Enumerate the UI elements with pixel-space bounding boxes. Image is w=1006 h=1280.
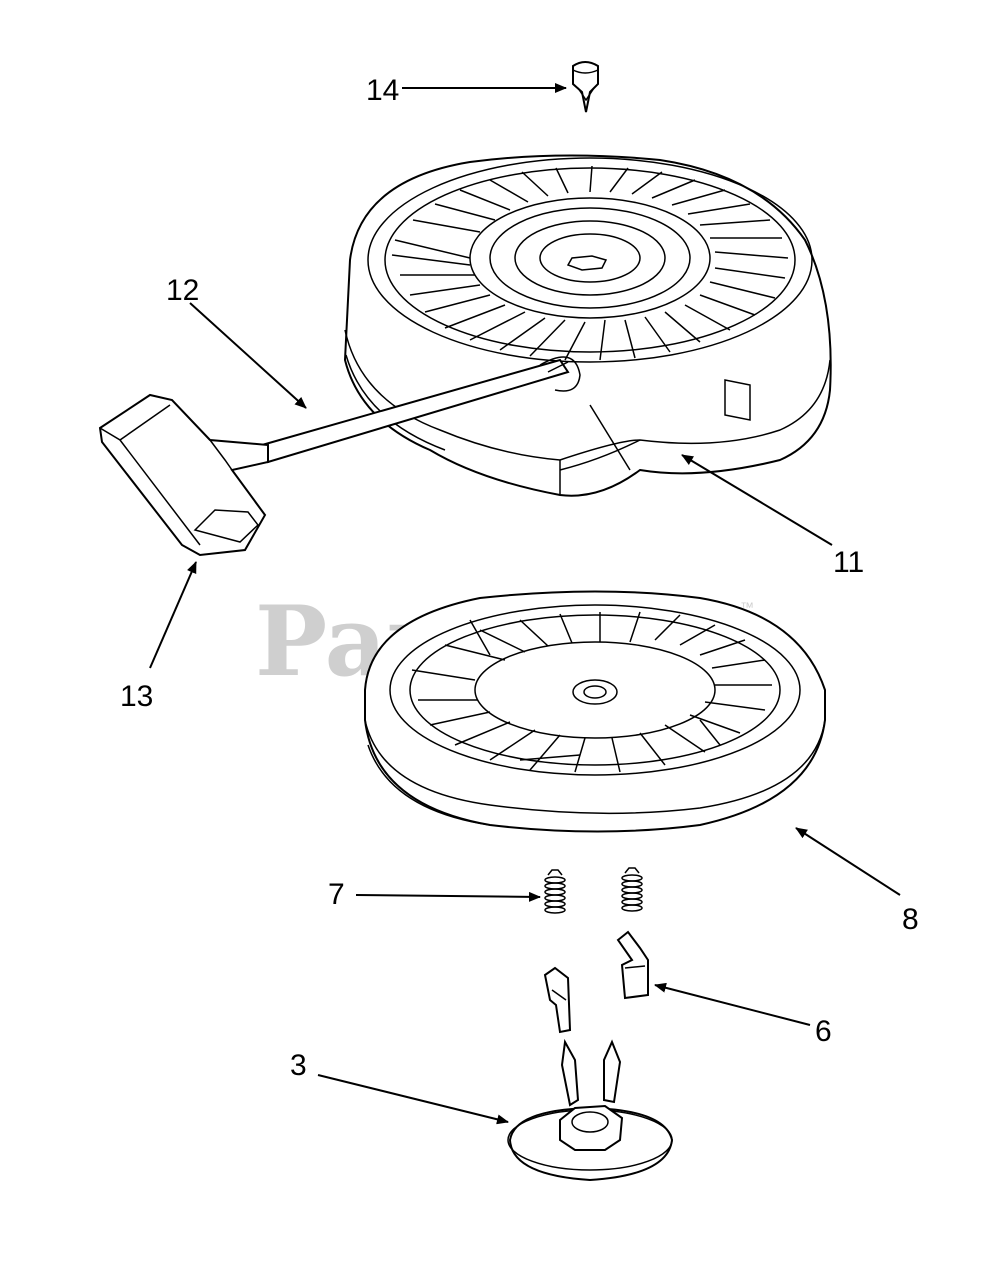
leader-11 bbox=[681, 454, 833, 546]
housing-grille-slots bbox=[391, 165, 789, 361]
part-7-springs bbox=[544, 867, 643, 914]
callout-3: 3 bbox=[290, 1049, 307, 1082]
callout-6: 6 bbox=[815, 1015, 832, 1048]
leader-lines bbox=[149, 83, 901, 1125]
callout-labels: 14 12 11 13 8 7 6 3 bbox=[120, 74, 919, 1082]
callout-8: 8 bbox=[902, 903, 919, 936]
part-8-pulley bbox=[364, 590, 826, 833]
callout-14: 14 bbox=[366, 74, 399, 107]
leader-7 bbox=[355, 891, 541, 902]
part-13-handle bbox=[98, 393, 269, 557]
callout-12: 12 bbox=[166, 274, 199, 307]
part-11-starter-housing bbox=[343, 154, 832, 497]
leader-12 bbox=[189, 302, 307, 409]
callout-13: 13 bbox=[120, 680, 153, 713]
callout-11: 11 bbox=[833, 546, 864, 579]
pulley-fins bbox=[411, 611, 772, 773]
leader-8 bbox=[795, 827, 901, 896]
callout-7: 7 bbox=[328, 878, 345, 911]
leader-13 bbox=[149, 561, 197, 669]
leader-3 bbox=[317, 1074, 509, 1125]
part-3-retainer bbox=[507, 1038, 674, 1182]
part-6-pawls bbox=[543, 930, 649, 1034]
part-14-pin bbox=[572, 61, 599, 113]
leader-6 bbox=[654, 982, 811, 1026]
